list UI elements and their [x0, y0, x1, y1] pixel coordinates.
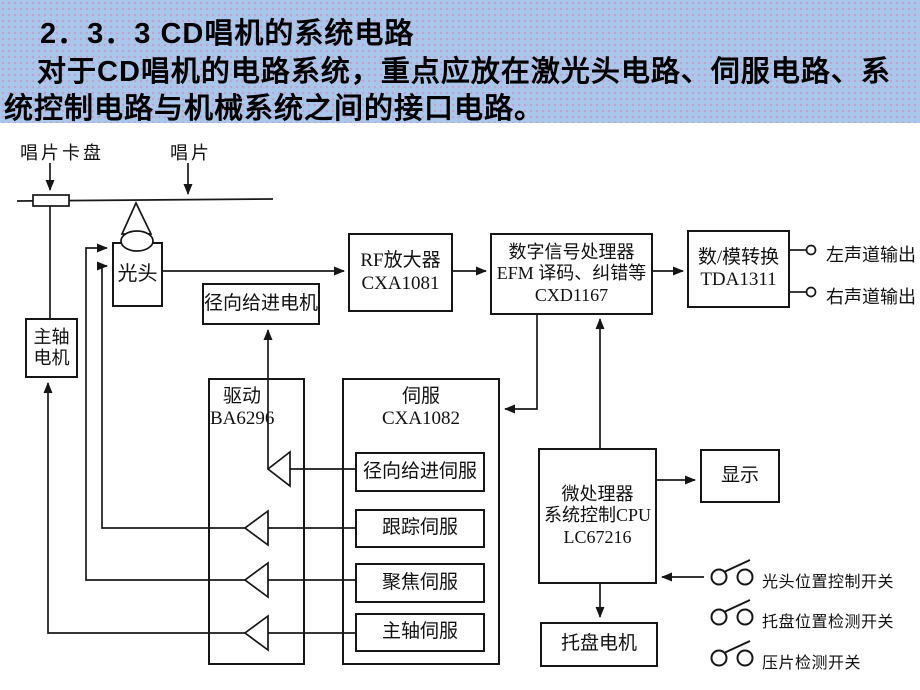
dsp-label-1: 数字信号处理器	[508, 242, 635, 263]
box-tray-motor: 托盘电机	[540, 622, 658, 667]
dac-label-1: 数/模转换	[697, 246, 780, 268]
box-radial-feed-motor: 径向给进电机	[202, 283, 320, 325]
box-tracking-servo: 跟踪伺服	[355, 509, 485, 548]
left-output-terminal-icon	[805, 244, 817, 256]
spindle-motor-label-2: 电机	[33, 348, 70, 368]
box-focus-servo: 聚焦伺服	[355, 563, 485, 603]
dsp-to-servo-arrow	[504, 315, 538, 414]
switch-symbols	[710, 559, 754, 667]
tracking-servo-label: 跟踪伺服	[381, 517, 458, 539]
rf-amp-label-2: CXA1081	[361, 272, 440, 294]
servo-label-2: CXA1082	[381, 408, 461, 430]
spindle-motor-label-1: 主轴	[33, 326, 70, 347]
focus-servo-label: 聚焦伺服	[381, 571, 458, 593]
radial-feed-motor-label: 径向给进电机	[204, 292, 319, 314]
box-spindle-motor: 主轴 电机	[25, 318, 78, 378]
dsp-label-2: EFM 译码、纠错等	[496, 263, 647, 284]
dsp-label-3: CXD1167	[534, 284, 609, 305]
switch1-label: 光头位置控制开关	[762, 574, 895, 591]
radial-feed-servo-label: 径向给进伺服	[362, 460, 477, 482]
spindle-servo-label: 主轴伺服	[381, 621, 458, 643]
left-channel-output-label: 左声道输出	[826, 245, 916, 265]
switch2-label: 托盘位置检测开关	[762, 614, 895, 631]
box-dsp: 数字信号处理器 EFM 译码、纠错等 CXD1167	[490, 233, 653, 315]
box-display: 显示	[700, 449, 780, 503]
box-cpu: 微处理器 系统控制CPU LC67216	[538, 448, 657, 584]
box-optical-pickup: 光头	[112, 242, 163, 307]
slide-title: 2．3．3 CD唱机的系统电路	[40, 18, 415, 50]
slide-body-line2: 统控制电路与机械系统之间的接口电路。	[4, 93, 545, 125]
clamper-label: 唱片卡盘	[20, 143, 104, 163]
box-radial-feed-servo: 径向给进伺服	[355, 452, 485, 492]
tray-position-switch-icon	[710, 599, 754, 626]
rf-amp-label-1: RF放大器	[360, 250, 441, 272]
slide-header: 2．3．3 CD唱机的系统电路 对于CD唱机的电路系统，重点应放在激光头电路、伺…	[0, 0, 920, 125]
switch3-label: 压片检测开关	[762, 655, 862, 672]
box-spindle-servo: 主轴伺服	[355, 613, 485, 652]
display-label: 显示	[720, 464, 759, 486]
dac-label-2: TDA1311	[700, 269, 777, 290]
cpu-label-3: LC67216	[563, 526, 632, 547]
driver-label-1: 驱动	[222, 386, 261, 407]
clamper-icon	[32, 194, 70, 207]
box-rf-amplifier: RF放大器 CXA1081	[348, 233, 453, 312]
tray-motor-label: 托盘电机	[560, 633, 637, 655]
right-channel-output-label: 右声道输出	[826, 287, 916, 307]
disc-clamp-switch-icon	[710, 640, 754, 667]
cpu-label-1: 微处理器	[561, 484, 634, 505]
driver-label-2: BA6296	[210, 408, 275, 430]
pickup-label: 光头	[117, 262, 158, 285]
box-dac: 数/模转换 TDA1311	[687, 230, 790, 308]
box-driver: 驱动 BA6296	[208, 378, 305, 665]
slide-body-line1: 对于CD唱机的电路系统，重点应放在激光头电路、伺服电路、系	[37, 56, 891, 88]
disc-label: 唱片	[170, 143, 212, 163]
disc-line	[16, 198, 274, 202]
right-output-terminal-icon	[805, 286, 817, 298]
servo-label-1: 伺服	[401, 386, 440, 407]
cpu-label-2: 系统控制CPU	[543, 505, 651, 526]
pickup-position-switch-icon	[710, 559, 754, 586]
lens-cone-icon	[120, 200, 153, 235]
